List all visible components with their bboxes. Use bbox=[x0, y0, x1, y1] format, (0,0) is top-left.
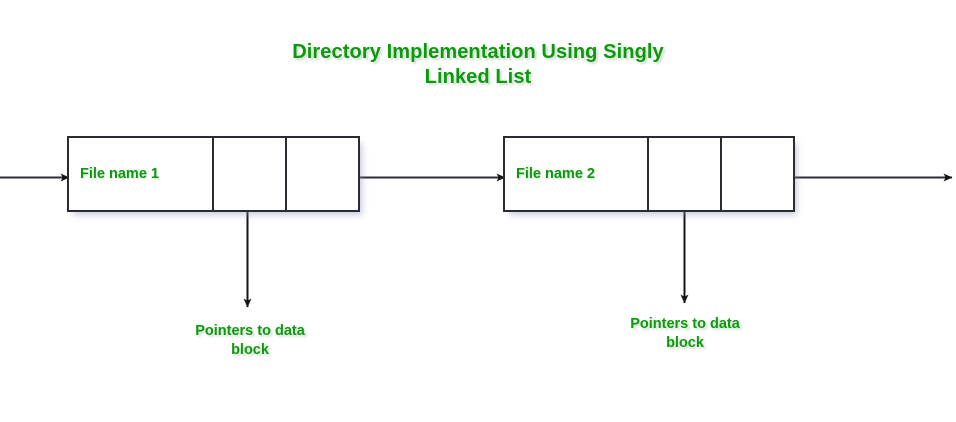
node-2-filename-cell: File name 2 bbox=[516, 166, 595, 182]
node-2-pointer-cell bbox=[647, 138, 720, 210]
node-1-filename-cell: File name 1 bbox=[80, 166, 159, 182]
node-1-pointer-cell bbox=[212, 138, 285, 210]
diagram-title: Directory Implementation Using Singly Li… bbox=[292, 41, 664, 88]
linked-list-node-2[interactable]: File name 2 bbox=[503, 136, 795, 212]
linked-list-node-1[interactable]: File name 1 bbox=[67, 136, 360, 212]
node-1-pointer-label: Pointers to data block bbox=[195, 323, 305, 358]
node-2-next-cell bbox=[720, 138, 793, 210]
node-2-pointer-label: Pointers to data block bbox=[630, 316, 740, 351]
node-1-next-cell bbox=[285, 138, 358, 210]
